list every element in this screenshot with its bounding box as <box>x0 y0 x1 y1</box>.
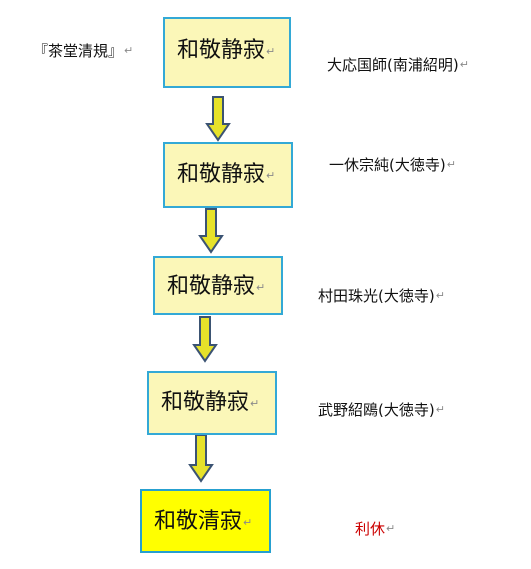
step-box-2: 和敬静寂↵ <box>163 142 293 208</box>
down-arrow-4 <box>188 434 214 483</box>
paragraph-mark-icon: ↵ <box>266 45 276 58</box>
down-arrow-3 <box>192 316 218 363</box>
paragraph-mark-icon: ↵ <box>256 281 266 294</box>
person-label-1: 大応国師(南浦紹明)↵ <box>327 58 469 73</box>
step-text-4: 和敬静寂 <box>161 390 250 415</box>
paragraph-mark-icon: ↵ <box>124 44 134 57</box>
step-box-1: 和敬静寂↵ <box>163 17 291 88</box>
step-box-5: 和敬清寂↵ <box>140 489 271 553</box>
person-label-2: 一休宗純(大徳寺)↵ <box>329 158 456 173</box>
person-label-5: 利休↵ <box>355 522 395 537</box>
person-label-3: 村田珠光(大徳寺)↵ <box>318 289 445 304</box>
source-label-text: 『茶堂清規』 <box>33 42 124 60</box>
paragraph-mark-icon: ↵ <box>250 397 260 410</box>
step-box-4: 和敬静寂↵ <box>147 371 277 435</box>
paragraph-mark-icon: ↵ <box>446 158 456 171</box>
step-text-3: 和敬静寂 <box>167 274 256 299</box>
paragraph-mark-icon: ↵ <box>435 403 445 416</box>
down-arrow-1 <box>205 96 231 142</box>
step-text-1: 和敬静寂 <box>177 38 266 63</box>
step-text-5: 和敬清寂 <box>154 509 243 534</box>
paragraph-mark-icon: ↵ <box>266 169 276 182</box>
paragraph-mark-icon: ↵ <box>435 289 445 302</box>
source-label: 『茶堂清規』↵ <box>33 44 133 59</box>
person-text-1: 大応国師(南浦紹明) <box>327 56 459 74</box>
person-text-3: 村田珠光(大徳寺) <box>318 287 435 305</box>
down-arrow-2 <box>198 208 224 254</box>
step-text-2: 和敬静寂 <box>177 162 266 187</box>
paragraph-mark-icon: ↵ <box>386 522 396 535</box>
paragraph-mark-icon: ↵ <box>459 58 469 71</box>
paragraph-mark-icon: ↵ <box>243 516 253 529</box>
person-text-2: 一休宗純(大徳寺) <box>329 156 446 174</box>
person-label-4: 武野紹鴎(大徳寺)↵ <box>318 403 445 418</box>
step-box-3: 和敬静寂↵ <box>153 256 283 315</box>
person-text-5: 利休 <box>355 520 386 538</box>
person-text-4: 武野紹鴎(大徳寺) <box>318 401 435 419</box>
